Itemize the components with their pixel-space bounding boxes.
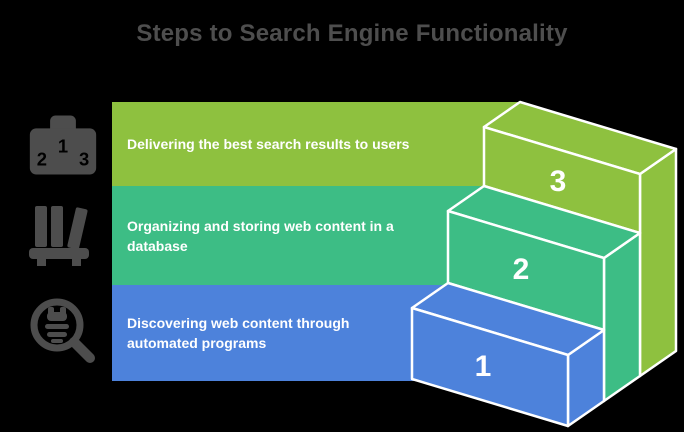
podium-ranking-icon: 1 2 3	[29, 115, 97, 175]
step-1-number: 1	[475, 350, 492, 383]
crawler-magnifier-icon	[30, 298, 95, 363]
step-3-band: Delivering the best search results to us…	[112, 102, 520, 186]
step-2-label: Organizing and storing web content in a …	[127, 217, 394, 254]
podium-rank-center: 1	[58, 135, 68, 156]
step-3-number: 3	[550, 165, 567, 198]
step-1-band: Discovering web content through automate…	[112, 285, 470, 381]
podium-rank-left: 2	[37, 148, 47, 169]
step-3-label: Delivering the best search results to us…	[127, 136, 410, 152]
step-1-front-face	[410, 306, 570, 428]
step-2-number: 2	[513, 253, 530, 286]
step-3-side-face	[638, 147, 678, 378]
step-2-side-face	[602, 231, 642, 403]
podium-rank-right: 3	[79, 148, 89, 169]
page-title: Steps to Search Engine Functionality	[136, 20, 568, 47]
step-2-band: Organizing and storing web content in a …	[112, 186, 490, 285]
step-1-label: Discovering web content through automate…	[127, 315, 350, 351]
bookshelf-icon	[29, 206, 89, 266]
